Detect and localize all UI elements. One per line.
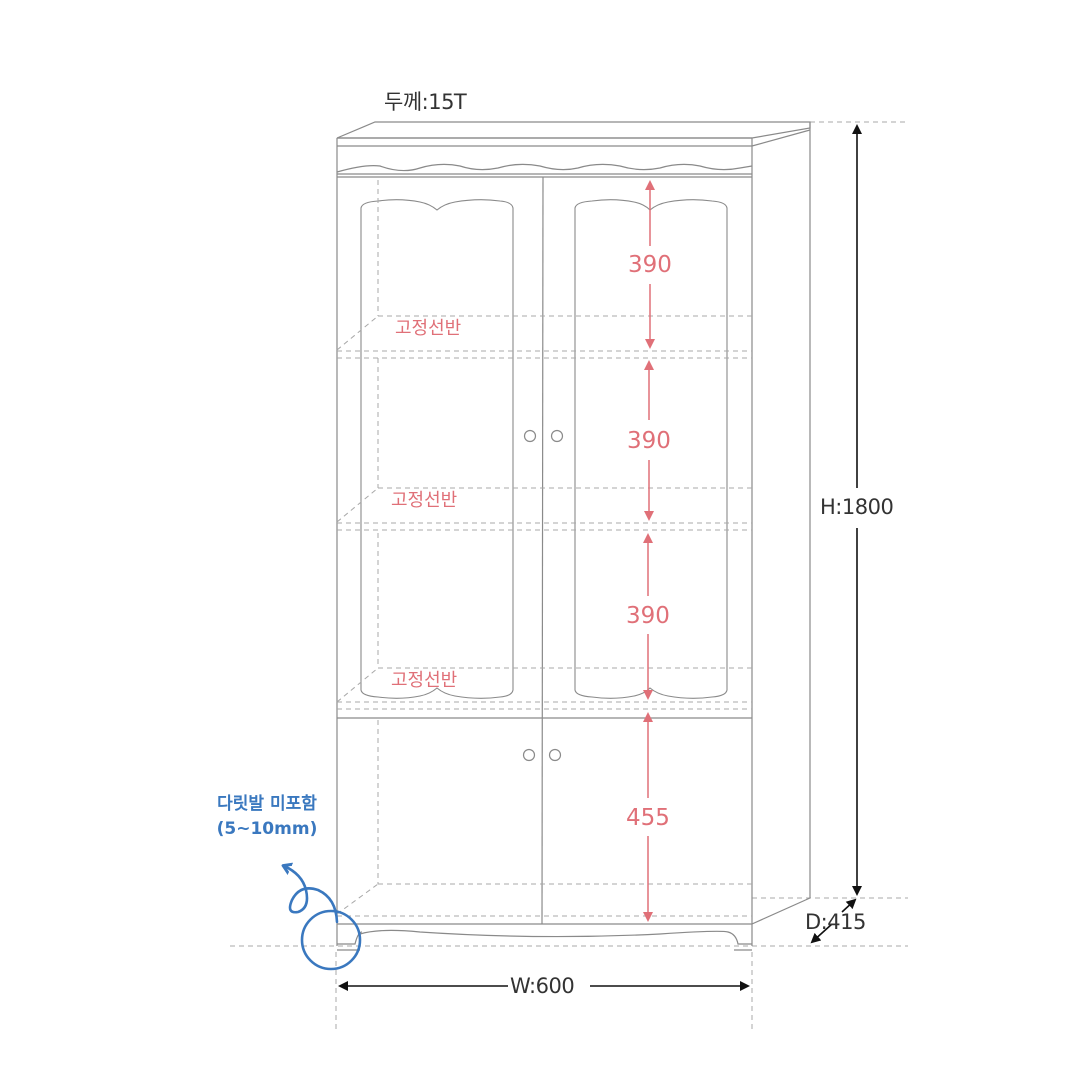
cabinet-body	[336, 121, 811, 951]
glass-panels	[360, 199, 728, 699]
interior-hidden-lines	[336, 180, 752, 917]
compartment-2-height: 390	[627, 428, 671, 455]
leg-note-line2: (5~10mm)	[216, 818, 318, 839]
door-knobs	[522, 429, 564, 762]
compartment-1-height: 390	[628, 252, 672, 279]
fixed-shelf-label-3: 고정선반	[391, 670, 458, 691]
leg-excluded-note: 다릿발 미포함 (5~10mm)	[192, 792, 342, 841]
compartment-3-height: 390	[626, 603, 670, 630]
compartment-4-height: 455	[626, 805, 670, 832]
fixed-shelf-label-2: 고정선반	[391, 490, 458, 511]
height-label: H:1800	[818, 495, 896, 519]
leg-note-line1: 다릿발 미포함	[217, 794, 317, 814]
extension-lines	[230, 121, 908, 1030]
leg-note-callout	[284, 866, 362, 971]
width-label: W:600	[508, 974, 577, 998]
fixed-shelf-label-1: 고정선반	[395, 318, 462, 339]
black-dimensions	[338, 124, 862, 991]
depth-label: D:415	[805, 910, 866, 934]
thickness-label: 두께:15T	[384, 90, 467, 114]
red-dimensions	[643, 180, 655, 922]
